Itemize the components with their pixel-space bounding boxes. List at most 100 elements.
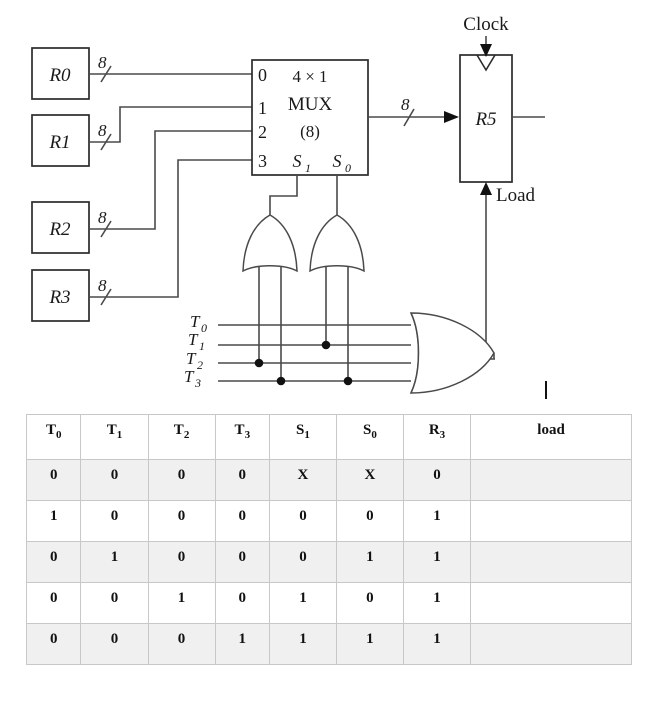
table-cell-t2: 0	[147, 541, 216, 583]
table-header-t3-sub: 3	[244, 429, 251, 441]
register-label-r2: R2	[48, 219, 71, 240]
register-label-r1: R1	[48, 132, 70, 153]
table-cell-s1: 0	[269, 500, 337, 542]
table-cell-r3: 0	[402, 459, 472, 501]
register-label-r0: R0	[48, 65, 71, 86]
junction-dot-t3-s0	[343, 376, 353, 386]
text-cursor-artifact	[545, 381, 547, 399]
mux-input-index-3: 3	[258, 151, 267, 171]
truth-table-head: T0 T1 T2 T3 S1 S0 R3 load	[25, 414, 632, 460]
mux-select-s1-subscript: 1	[305, 161, 311, 175]
table-cell-t3: 1	[214, 623, 271, 665]
table-row: 0 0 0 1 1 1 1	[25, 623, 632, 665]
register-box-r1: R1	[31, 114, 90, 167]
mux-output-width-label: 8	[401, 95, 410, 114]
table-header-s1-base: S	[296, 422, 305, 438]
timing-label-t3: T	[184, 367, 195, 386]
table-header-t1: T1	[80, 414, 149, 460]
register-box-r5: R5	[459, 54, 545, 183]
bus-wire-r3	[89, 159, 252, 298]
mux-size-label: 4 × 1	[292, 67, 327, 86]
table-cell-t3: 0	[214, 582, 271, 624]
table-cell-t0: 1	[25, 500, 82, 542]
logic-diagram: R0 R1 R2 R3 8 8 8 8	[31, 14, 545, 394]
table-header-r3: R3	[402, 414, 472, 460]
table-header-t2-base: T	[173, 422, 184, 438]
bus-slash-r1	[100, 133, 112, 151]
table-cell-r3: 1	[402, 541, 472, 583]
table-cell-t1: 0	[80, 459, 149, 501]
mux-select-s0-label: S	[333, 151, 342, 171]
table-cell-s1: 1	[269, 623, 337, 665]
table-cell-s1: 1	[269, 582, 337, 624]
mux-input-index-0: 0	[258, 65, 267, 85]
timing-label-t2: T	[186, 349, 197, 368]
table-cell-t3: 0	[214, 541, 271, 583]
timing-label-t1-subscript: 1	[199, 339, 205, 353]
table-cell-load	[470, 623, 632, 665]
table-cell-s1: 0	[269, 541, 337, 583]
clock-label: Clock	[463, 14, 509, 35]
table-header-load-base: load	[537, 422, 565, 438]
table-cell-r3: 1	[402, 623, 472, 665]
table-header-t2: T2	[147, 414, 216, 460]
register-box-r3: R3	[31, 269, 90, 322]
junction-dot-t1-s0	[321, 340, 331, 350]
table-cell-t1: 0	[80, 500, 149, 542]
register-label-r3: R3	[48, 287, 70, 308]
table-cell-t2: 0	[147, 500, 216, 542]
table-cell-t2: 1	[147, 582, 216, 624]
truth-table: T0 T1 T2 T3 S1 S0 R3 load 0 0 0 0 X X	[25, 414, 632, 665]
load-label: Load	[496, 185, 536, 206]
mux-input-index-1: 1	[258, 98, 267, 118]
table-cell-t1: 0	[80, 623, 149, 665]
s1-gate-output-wire	[269, 175, 298, 215]
table-header-r3-base: R	[428, 422, 440, 438]
mux-block: 4 × 1 MUX (8) 0 1 2 3 S 1 S 0	[251, 59, 369, 176]
table-header-t2-sub: 2	[183, 429, 190, 441]
timing-label-t3-subscript: 3	[194, 376, 201, 390]
table-cell-t0: 0	[25, 459, 82, 501]
timing-label-t2-subscript: 2	[197, 358, 203, 372]
table-header-t1-base: T	[106, 422, 117, 438]
table-header-s1: S1	[269, 414, 337, 460]
or-gate-load	[409, 312, 495, 394]
table-header-t3-base: T	[234, 422, 245, 438]
table-header-r3-sub: 3	[439, 429, 446, 441]
table-row: 0 0 0 0 X X 0	[25, 459, 632, 501]
table-header-load: load	[470, 414, 632, 460]
load-wire	[485, 195, 495, 360]
table-header-s1-sub: 1	[304, 429, 310, 441]
table-cell-load	[470, 459, 632, 501]
mux-width-label: (8)	[300, 122, 320, 141]
truth-table-header-row: T0 T1 T2 T3 S1 S0 R3 load	[25, 414, 632, 460]
table-cell-s0: 0	[335, 582, 404, 624]
clock-arrowhead	[480, 44, 492, 57]
register-box-r2: R2	[31, 201, 90, 254]
table-header-s0-base: S	[363, 422, 372, 438]
mux-name-label: MUX	[288, 94, 333, 115]
junction-dot-t3-s1	[276, 376, 286, 386]
table-header-s0-sub: 0	[371, 429, 377, 441]
table-cell-s0: X	[335, 459, 404, 501]
bus-width-label-r0: 8	[98, 53, 107, 72]
table-header-s0: S0	[335, 414, 404, 460]
table-cell-s1: X	[269, 459, 337, 501]
truth-table-container: T0 T1 T2 T3 S1 S0 R3 load 0 0 0 0 X X	[25, 414, 632, 665]
mux-select-s0-subscript: 0	[345, 161, 351, 175]
mux-output-slash	[403, 108, 415, 127]
table-cell-t1: 1	[80, 541, 149, 583]
clock-caret-icon	[476, 54, 496, 72]
register-box-r0: R0	[31, 47, 90, 100]
mux-output-arrowhead	[444, 111, 459, 123]
table-row: 0 1 0 0 0 1 1	[25, 541, 632, 583]
table-cell-r3: 1	[402, 500, 472, 542]
table-cell-t0: 0	[25, 582, 82, 624]
table-header-t1-sub: 1	[116, 429, 123, 441]
truth-table-body: 0 0 0 0 X X 0 1 0 0 0 0 0 1	[25, 459, 632, 665]
table-cell-t1: 0	[80, 582, 149, 624]
bus-slash-r2	[100, 220, 112, 238]
table-header-t3: T3	[214, 414, 271, 460]
table-cell-load	[470, 582, 632, 624]
